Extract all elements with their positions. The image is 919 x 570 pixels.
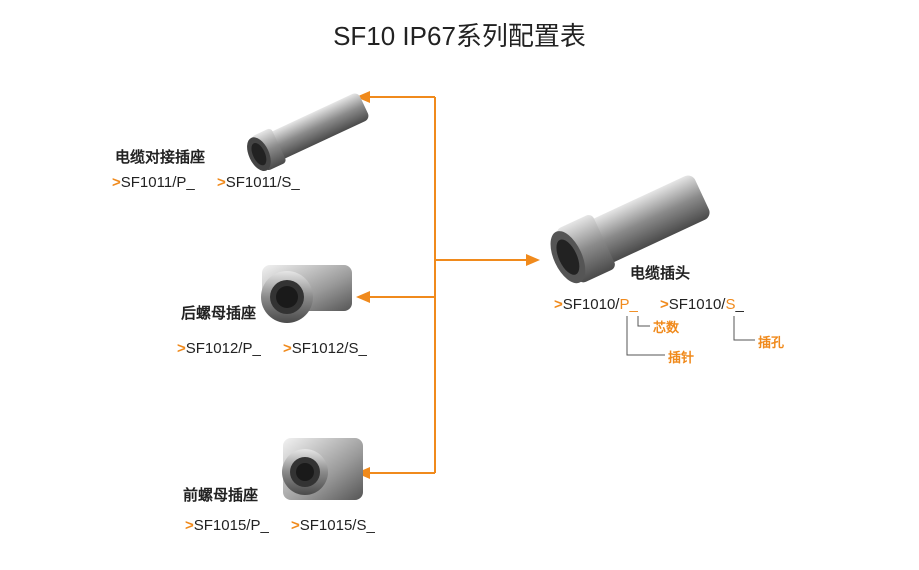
front-nut-label: 前螺母插座	[183, 487, 259, 504]
note-cores: 芯数	[653, 320, 680, 335]
note-pin: 插针	[668, 350, 695, 365]
front-nut-code-s: >SF1015/S_	[291, 517, 375, 534]
page-title: SF10 IP67系列配置表	[333, 21, 586, 51]
arrowheads	[356, 91, 540, 479]
plug-label: 电缆插头	[630, 265, 691, 282]
cable-plug-image	[550, 175, 710, 284]
note-socket: 插孔	[758, 335, 785, 350]
rear-nut-label: 后螺母插座	[181, 305, 257, 322]
plug-code-p: >SF1010/P_	[554, 296, 638, 313]
coupler-label: 电缆对接插座	[115, 149, 206, 166]
cable-coupler-image	[247, 93, 369, 171]
rear-nut-socket-image	[261, 265, 352, 323]
arrow-lines	[368, 96, 528, 474]
coupler-code-p: >SF1011/P_	[112, 174, 195, 191]
rear-nut-code-p: >SF1012/P_	[177, 340, 261, 357]
rear-nut-code-s: >SF1012/S_	[283, 340, 367, 357]
plug-code-s: >SF1010/S_	[660, 296, 744, 313]
annotation-leaders	[626, 316, 755, 356]
front-nut-code-p: >SF1015/P_	[185, 517, 269, 534]
front-nut-socket-image	[282, 438, 363, 500]
coupler-code-s: >SF1011/S_	[217, 174, 300, 191]
